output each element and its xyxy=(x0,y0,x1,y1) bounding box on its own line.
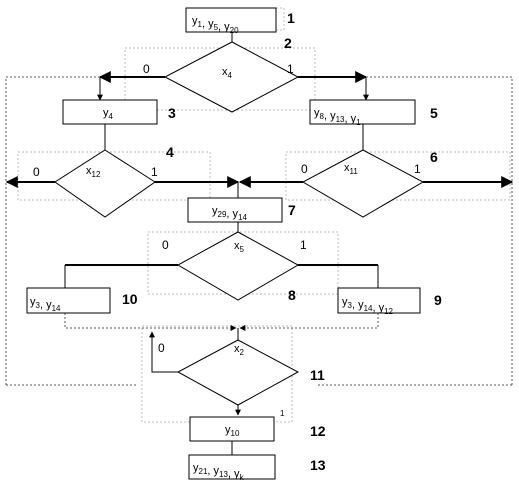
node-3-number: 3 xyxy=(168,105,176,121)
node-9-number: 9 xyxy=(434,292,442,308)
node-2-number: 2 xyxy=(284,35,292,51)
node-11-number: 11 xyxy=(310,367,325,383)
label-part: x xyxy=(344,162,350,174)
node-8-branch-one: 1 xyxy=(300,238,307,252)
node-6-branch-zero: 0 xyxy=(301,162,308,176)
node-8-branch-zero: 0 xyxy=(162,238,169,252)
label-subscript: 20 xyxy=(230,26,239,35)
label-part: , y xyxy=(372,302,384,314)
label-subscript: 5 xyxy=(240,245,245,254)
label-part: y xyxy=(314,107,320,119)
label-subscript: 13 xyxy=(336,115,345,124)
label-subscript: 14 xyxy=(238,213,247,222)
label-part: x xyxy=(234,240,240,252)
label-subscript: 29 xyxy=(218,210,227,219)
label-part: , y xyxy=(40,299,52,311)
label-part: , y xyxy=(218,21,230,33)
label-part: x xyxy=(86,165,92,177)
node-12-action-box: y10 xyxy=(189,416,275,442)
node-10-text: y3, y14 xyxy=(30,296,61,313)
label-subscript: 4 xyxy=(228,71,233,80)
label-part: , y xyxy=(226,208,238,220)
node-4-number: 4 xyxy=(166,144,174,160)
label-subscript: 13 xyxy=(219,470,228,479)
label-subscript: 2 xyxy=(240,348,245,357)
label-subscript: 11 xyxy=(350,167,359,176)
label-part: y xyxy=(103,107,109,119)
node-1-text: y1, y5, y20 xyxy=(192,15,239,35)
label-part: x xyxy=(222,66,228,78)
label-subscript: 5 xyxy=(214,23,219,32)
label-subscript: 12 xyxy=(92,170,101,179)
node-9-text: y3, y14, y12 xyxy=(342,296,394,316)
label-part: , y xyxy=(228,468,240,480)
node-4-text: x12 xyxy=(86,165,101,179)
node-3-action-box: y4 xyxy=(62,99,158,125)
node-8-text: x5 xyxy=(234,240,245,254)
node-4-branch-zero: 0 xyxy=(33,165,40,179)
node-12-text: y10 xyxy=(225,424,240,438)
label-subscript: 14 xyxy=(52,304,61,313)
node-5-number: 5 xyxy=(430,105,438,121)
node-4-decision: x12 xyxy=(54,149,156,218)
node-2-branch-zero: 0 xyxy=(143,62,150,76)
label-subscript: 21 xyxy=(199,467,208,476)
node-2-branch-one: 1 xyxy=(287,62,294,76)
label-part: , y xyxy=(344,113,356,125)
node-13-number: 13 xyxy=(310,457,326,473)
label-subscript: 1 xyxy=(356,118,361,127)
label-part: y xyxy=(192,15,198,27)
node-5-text: y8, y13, y1 xyxy=(314,107,361,127)
label-part: y xyxy=(193,462,199,474)
label-part: y xyxy=(342,296,348,308)
node-8-number: 8 xyxy=(288,287,296,303)
node-11-branch-one: 1 xyxy=(280,409,285,418)
label-subscript: 3 xyxy=(348,301,353,310)
node-1-action-box: y1, y5, y20 xyxy=(185,7,277,35)
label-subscript: 14 xyxy=(364,304,373,313)
label-subscript: 3 xyxy=(36,301,41,310)
node-6-text: x11 xyxy=(344,162,358,176)
node-5-action-box: y8, y13, y1 xyxy=(309,99,416,127)
node-11-text: x2 xyxy=(234,343,245,357)
node-13-action-box: y21, y13, yk xyxy=(188,454,276,481)
label-part: y xyxy=(225,424,231,436)
node-4-branch-one: 1 xyxy=(151,165,158,179)
label-subscript: 4 xyxy=(109,112,114,121)
node-6-number: 6 xyxy=(430,149,438,165)
node-7-action-box: y29, y14 xyxy=(187,197,283,223)
label-part: y xyxy=(212,205,218,217)
node-1-number: 1 xyxy=(287,10,295,26)
label-subscript: 1 xyxy=(198,20,203,29)
node-10-action-box: y3, y14 xyxy=(26,287,111,314)
label-part: , y xyxy=(352,299,364,311)
label-part: y xyxy=(30,296,36,308)
label-part: , y xyxy=(324,110,336,122)
node-2-text: x4 xyxy=(222,66,233,80)
node-6-branch-one: 1 xyxy=(414,162,421,176)
label-subscript: k xyxy=(240,473,245,481)
label-part: , y xyxy=(207,465,219,477)
node-2-decision: x4 xyxy=(163,41,300,113)
node-7-text: y29, y14 xyxy=(212,205,247,222)
label-subscript: 12 xyxy=(384,307,393,316)
label-part: , y xyxy=(202,18,214,30)
connectors xyxy=(5,32,514,455)
node-3-text: y4 xyxy=(103,107,114,121)
node-6-decision: x11 xyxy=(301,149,425,218)
node-12-number: 12 xyxy=(310,423,326,439)
node-8-decision: x5 xyxy=(176,231,300,301)
label-subscript: 8 xyxy=(320,112,325,121)
node-9-action-box: y3, y14, y12 xyxy=(337,287,421,316)
node-11-branch-zero: 0 xyxy=(158,341,165,355)
node-7-number: 7 xyxy=(288,202,296,218)
node-10-number: 10 xyxy=(122,291,138,307)
node-11-decision: x2 xyxy=(176,339,300,406)
node-13-text: y21, y13, yk xyxy=(193,462,245,481)
label-part: x xyxy=(234,343,240,355)
label-subscript: 10 xyxy=(231,429,240,438)
